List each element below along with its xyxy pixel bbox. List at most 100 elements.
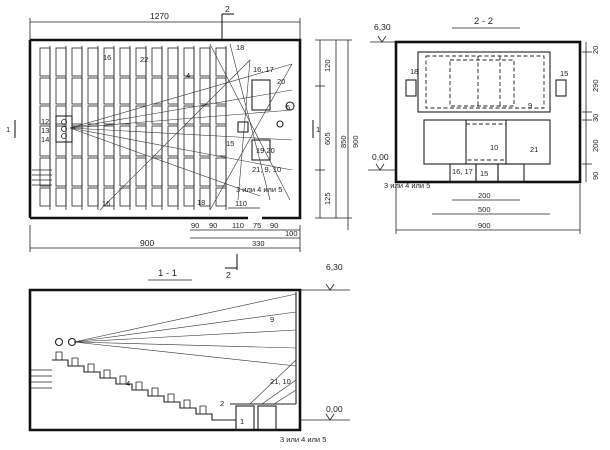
plan-seat-block [119,77,131,105]
plan-seat-block [87,157,99,187]
plan-dim-bottom-100: 100 [285,229,298,238]
section-22-speaker-18 [405,79,417,97]
plan-seat-block [119,187,131,207]
plan-dim-right-605: 605 [323,132,332,145]
section-11-label-9: 9 [270,315,274,324]
plan-label-20: 20 [277,77,285,86]
plan-label-16-bottom: 16 [102,199,110,208]
plan-seat-block [39,157,51,187]
section-2-2: 2 - 2 6,30 0,00 18 15 9 10 21 16, 17 [368,16,600,234]
section-11-seat [199,405,207,414]
section-11-elev-top: 6,30 [326,262,343,272]
plan-label-22: 22 [140,55,148,64]
plan-seat-block [87,47,99,77]
section-22-label-21: 21 [530,145,538,154]
section-22-lower-frame [423,119,551,165]
plan-label-18-top: 18 [236,43,244,52]
section-11-seat [183,399,191,408]
plan-seat-block [71,77,83,105]
plan-seat-block [167,77,179,105]
plan-seat-block [55,47,67,77]
plan-label-14: 14 [41,135,49,144]
plan-seat-block [183,187,195,207]
plan-seat-block [55,105,67,125]
plan-seat-block [151,125,163,157]
plan-dim-right-120: 120 [323,59,332,72]
section-22-dim-20: 20 [591,46,600,54]
section-11-seat [55,351,63,360]
plan-seat-block [87,187,99,207]
plan-label-4: 4 [186,71,190,80]
section-22-speaker-15 [555,79,567,97]
plan-side-mark-left: 1 [6,125,10,134]
plan-dim-bottom-90a: 90 [191,221,199,230]
section-11-seat [119,375,127,384]
section-11-label-3-or-4-or-5: 3 или 4 или 5 [280,435,326,444]
section-22-label-16-17: 16, 17 [452,167,473,176]
section-11-seat [71,357,79,366]
section-11-seat [167,393,175,402]
plan-seat-block [103,77,115,105]
plan-stairs [32,169,52,186]
plan-seat-block [55,125,67,157]
section-22-dim-30: 30 [591,114,600,122]
plan-dim-bottom-330: 330 [252,239,265,248]
plan-seat-block [135,187,147,207]
plan-seat-block [103,157,115,187]
plan-label-18-bottom: 18 [197,198,205,207]
section-11-seat [135,381,143,390]
plan-seat-block [71,187,83,207]
plan-equipment-box-3 [251,139,271,161]
plan-seat-block [87,77,99,105]
plan-seat-block [199,125,211,157]
plan-seat-block [199,47,211,77]
plan-seat-block [215,105,227,125]
plan-seat-block [199,157,211,187]
plan-seat-block [167,125,179,157]
plan-seat-block [215,77,227,105]
plan-seat-block [135,77,147,105]
section-22-label-18: 18 [410,67,418,76]
plan-seat-block [71,157,83,187]
section-11-projector-1 [54,337,64,347]
section-1-1: 1 - 1 6,30 0,00 [28,262,350,444]
plan-seat-block [39,77,51,105]
plan-seat-block [151,77,163,105]
section-22-elev-top: 6,30 [374,22,391,32]
plan-side-mark-right: 1 [316,125,320,134]
plan-seat-block [39,187,51,207]
plan-seat-block [71,105,83,125]
section-22-label-9: 9 [528,101,532,110]
plan-seat-block [71,47,83,77]
plan-seat-block [119,105,131,125]
section-22-label-10: 10 [490,143,498,152]
plan-dim-right-125: 125 [323,192,332,205]
plan-seat-block [199,77,211,105]
plan-label-12: 12 [41,117,49,126]
section-11-seat [103,369,111,378]
plan-label-15: 15 [226,139,234,148]
plan-dim-right-850: 850 [339,135,348,148]
section-11-left-stairs [30,369,52,389]
section-11-label-1: 1 [240,417,244,426]
plan-seat-block [135,157,147,187]
plan-equipment-box-2 [237,121,249,133]
plan-dim-right-900: 900 [351,135,360,148]
section-11-step-outline [52,359,237,430]
plan-label-21-9-10: 21, 9, 10 [252,165,281,174]
plan-dim-bottom-75: 75 [253,221,261,230]
plan-dim-bottom-110b: 110 [235,199,247,208]
plan-seat-block [151,187,163,207]
plan-seat-block [167,105,179,125]
plan-section-mark-bottom: 2 [226,270,231,280]
plan-label-16-top: 16 [103,53,111,62]
section-22-label-3-or-4-or-5: 3 или 4 или 5 [384,181,430,190]
plan-label-3-or-4-or-5: 3 или 4 или 5 [236,185,282,194]
plan-seat-block [167,47,179,77]
section-22-screen-frame [417,51,551,113]
section-22-label-15b: 15 [480,169,488,178]
plan-label-5: 5 [286,103,290,112]
plan-seat-block [167,157,179,187]
section-11-elev-zero: 0,00 [326,404,343,414]
plan-seat-block [151,47,163,77]
